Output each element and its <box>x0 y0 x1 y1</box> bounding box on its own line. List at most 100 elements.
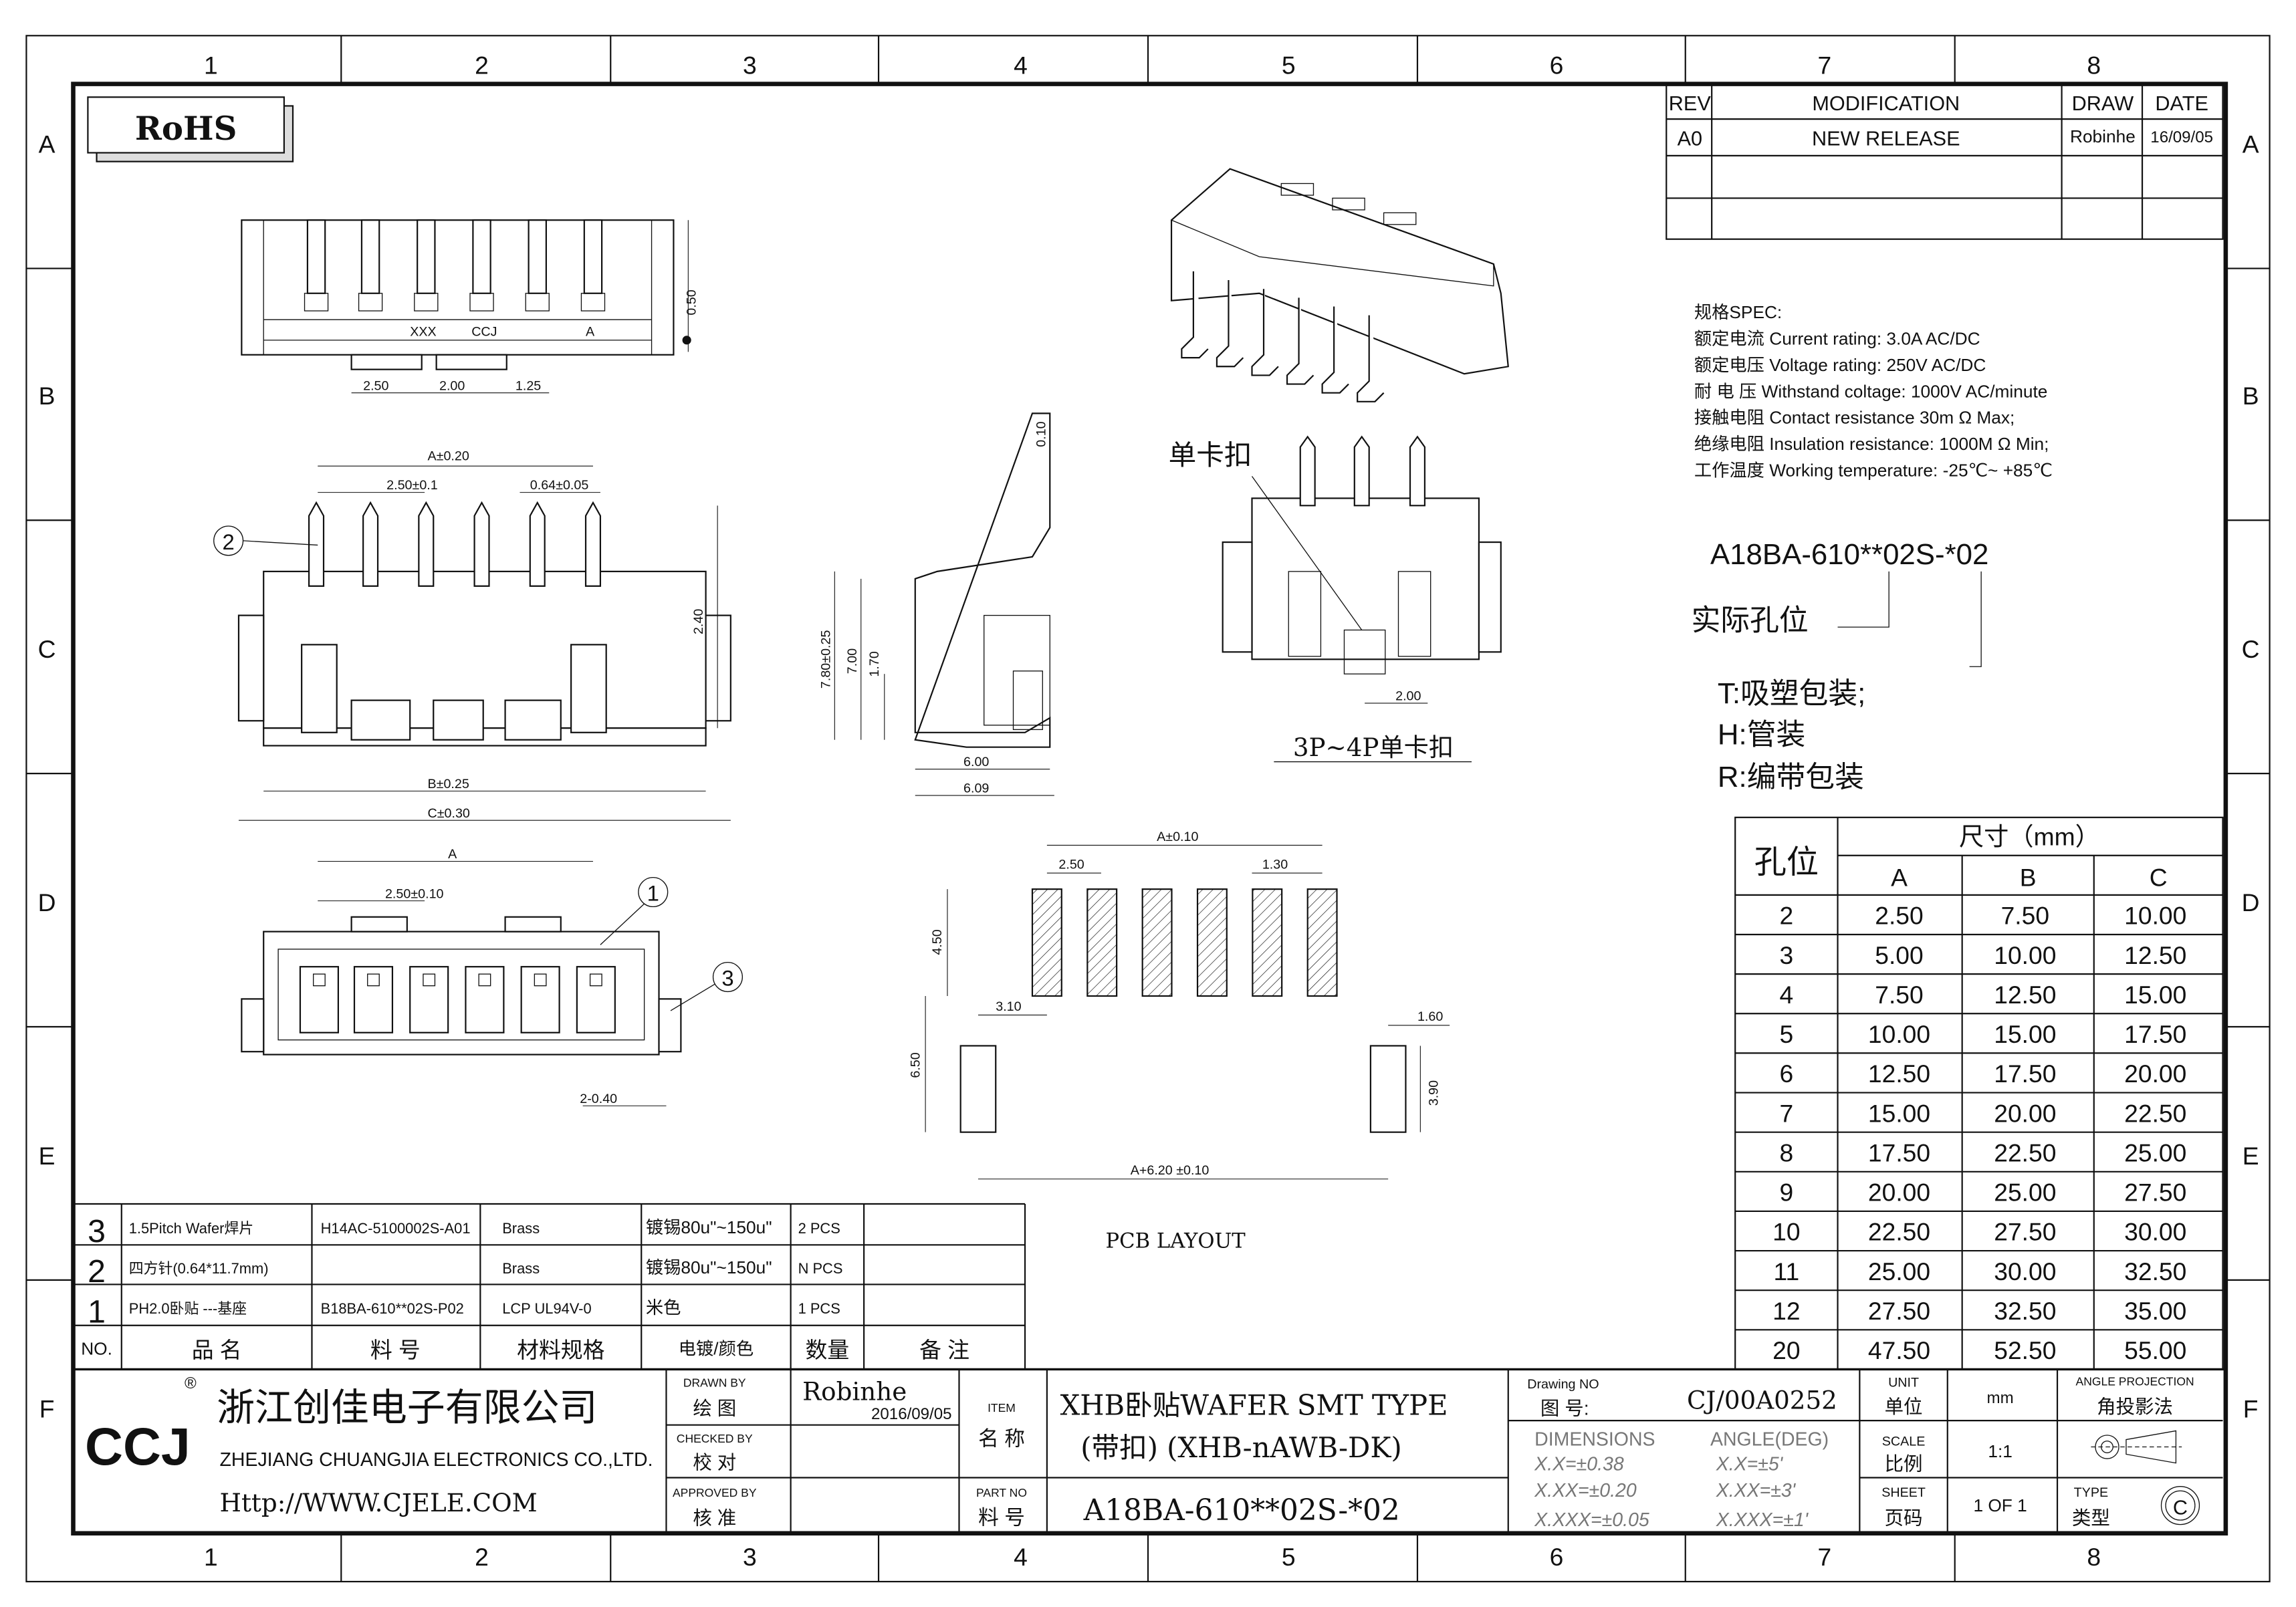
row-label: A <box>39 130 55 158</box>
item-label: ITEM <box>988 1401 1016 1414</box>
pin <box>472 219 491 294</box>
pin-count-cell: 9 <box>1780 1179 1794 1207</box>
dim-label: 1.70 <box>867 651 882 676</box>
pcb-pad <box>1086 888 1118 997</box>
dimension-cell: 15.00 <box>1994 1020 2056 1048</box>
item-title-line1: XHB卧贴WAFER SMT TYPE <box>1060 1388 1448 1421</box>
isometric-view-drawing <box>1170 168 1509 402</box>
col-label: 6 <box>1550 51 1564 79</box>
pin <box>308 501 325 587</box>
col-label: 3 <box>743 1543 757 1571</box>
bom-cell: PH2.0卧贴 ---基座 <box>129 1300 247 1317</box>
pcb-pad <box>1306 888 1338 997</box>
type-mark-letter: C <box>2173 1496 2188 1519</box>
pin <box>529 501 546 587</box>
dimension-cell: 55.00 <box>2124 1336 2186 1364</box>
row-label: C <box>38 635 56 663</box>
pin-count-cell: 12 <box>1772 1297 1800 1325</box>
bom-cell: 米色 <box>646 1297 681 1318</box>
dimension-cell: 22.50 <box>1994 1138 2056 1166</box>
dim-label: A±0.20 <box>427 449 469 463</box>
marking-text: CCJ <box>471 324 497 339</box>
row-label: C <box>2242 635 2260 663</box>
dim-label: C±0.30 <box>427 806 469 821</box>
bom-cell: 镀锡80u"~150u" <box>646 1257 772 1277</box>
drawn-by-label: DRAWN BY <box>683 1376 746 1390</box>
pin-count-cell: 4 <box>1780 981 1794 1009</box>
col-label: 5 <box>1282 51 1296 79</box>
pin <box>1181 271 1209 359</box>
logo-text: CCJ <box>85 1417 191 1476</box>
col-label: 1 <box>204 51 218 79</box>
sheet-value: 1 OF 1 <box>1973 1495 2027 1515</box>
row-label: D <box>2242 888 2260 916</box>
col-label: 7 <box>1817 1543 1831 1571</box>
dim-label: 6.09 <box>963 781 989 796</box>
dim-label: A±0.10 <box>1157 830 1198 844</box>
dim-label: 2.50±0.1 <box>386 478 438 493</box>
bom-cell: B18BA-610**02S-P02 <box>321 1300 464 1317</box>
company-name-en: ZHEJIANG CHUANGJIA ELECTRONICS CO.,LTD. <box>220 1449 653 1471</box>
draw-header: DRAW <box>2072 92 2134 115</box>
revision-table: REV MODIFICATION DRAW DATE A0 NEW RELEAS… <box>1666 83 2224 240</box>
pin <box>528 219 547 294</box>
angle-tolerance: X.X=±5' <box>1716 1454 1784 1475</box>
packaging-option: H:管装 <box>1718 718 1805 751</box>
pcb-pad <box>1196 888 1228 997</box>
dimension-cell: 22.50 <box>1868 1218 1930 1246</box>
pin-count-cell: 11 <box>1774 1257 1800 1285</box>
date-header: DATE <box>2155 92 2208 115</box>
front-view-drawing: 2 A±0.20 2.50±0.1 0.64±0.05 2.40 B±0.25 … <box>213 449 731 821</box>
dimension-cell: 5.00 <box>1875 941 1923 969</box>
approved-by-cn: 核 准 <box>693 1508 736 1529</box>
dimension-cell: 25.00 <box>1868 1257 1930 1285</box>
pcb-layout-title: PCB LAYOUT <box>1105 1230 1246 1253</box>
pin-count-cell: 10 <box>1772 1218 1800 1246</box>
pin <box>417 219 436 294</box>
zone-grid <box>26 35 2270 1582</box>
part-number: A18BA-610**02S-*02 <box>1083 1493 1400 1527</box>
pin <box>362 501 379 587</box>
bom-cell: 2 <box>88 1253 106 1289</box>
title-block: CCJ ® 浙江创佳电子有限公司 ZHEJIANG CHUANGJIA ELEC… <box>73 1368 2226 1533</box>
modification-header: MODIFICATION <box>1812 92 1960 115</box>
pin <box>418 501 435 587</box>
dimension-cell: 2.50 <box>1875 902 1923 930</box>
bom-cell: 1 PCS <box>798 1300 840 1317</box>
dim-label: 7.00 <box>845 648 860 674</box>
sheet-cn: 页码 <box>1885 1508 1923 1529</box>
pin <box>1216 280 1244 368</box>
svg-text:RoHS: RoHS <box>135 110 237 148</box>
scale-label: SCALE <box>1882 1434 1926 1449</box>
col-label: 2 <box>475 1543 489 1571</box>
approved-by-label: APPROVED BY <box>673 1486 757 1499</box>
row-label: F <box>2243 1395 2259 1423</box>
side-view-drawing: 0.10 7.80±0.25 7.00 1.70 6.00 6.09 <box>819 412 1054 796</box>
latch-view-drawing: 单卡扣 2.00 3P~4P单卡扣 <box>1169 435 1502 763</box>
pin-count-cell: 2 <box>1780 902 1794 930</box>
dim-label: 2.50 <box>363 378 388 393</box>
dim-label: 6.00 <box>963 755 989 769</box>
balloon-2: 2 <box>223 529 235 554</box>
item-cn: 名 称 <box>978 1427 1025 1450</box>
dim-label: 3.90 <box>1427 1080 1442 1106</box>
row-label: D <box>38 888 56 916</box>
dimension-cell: 52.50 <box>1994 1336 2056 1364</box>
draw-value: Robinhe <box>2070 126 2136 146</box>
dimension-cell: 35.00 <box>2124 1297 2186 1325</box>
dim-label: 1.30 <box>1262 857 1288 872</box>
drawn-by-name: Robinhe <box>802 1376 907 1406</box>
row-label: A <box>2243 130 2259 158</box>
dimension-cell: 27.50 <box>1868 1297 1930 1325</box>
tolerance: X.XXX=±0.05 <box>1534 1509 1649 1531</box>
pin-cell <box>465 966 505 1033</box>
top-view-drawing: 0.50 2.50 2.00 1.25 XXX CCJ A <box>241 219 699 393</box>
size-header: 尺寸（mm） <box>1959 822 2100 850</box>
col-label: 8 <box>2087 1543 2101 1571</box>
dimension-cell: 10.00 <box>2124 902 2186 930</box>
pin-count-cell: 20 <box>1772 1336 1800 1364</box>
unit-label: UNIT <box>1888 1376 1919 1390</box>
spec-line: 耐 电 压 Withstand coltage: 1000V AC/minute <box>1694 381 2047 401</box>
